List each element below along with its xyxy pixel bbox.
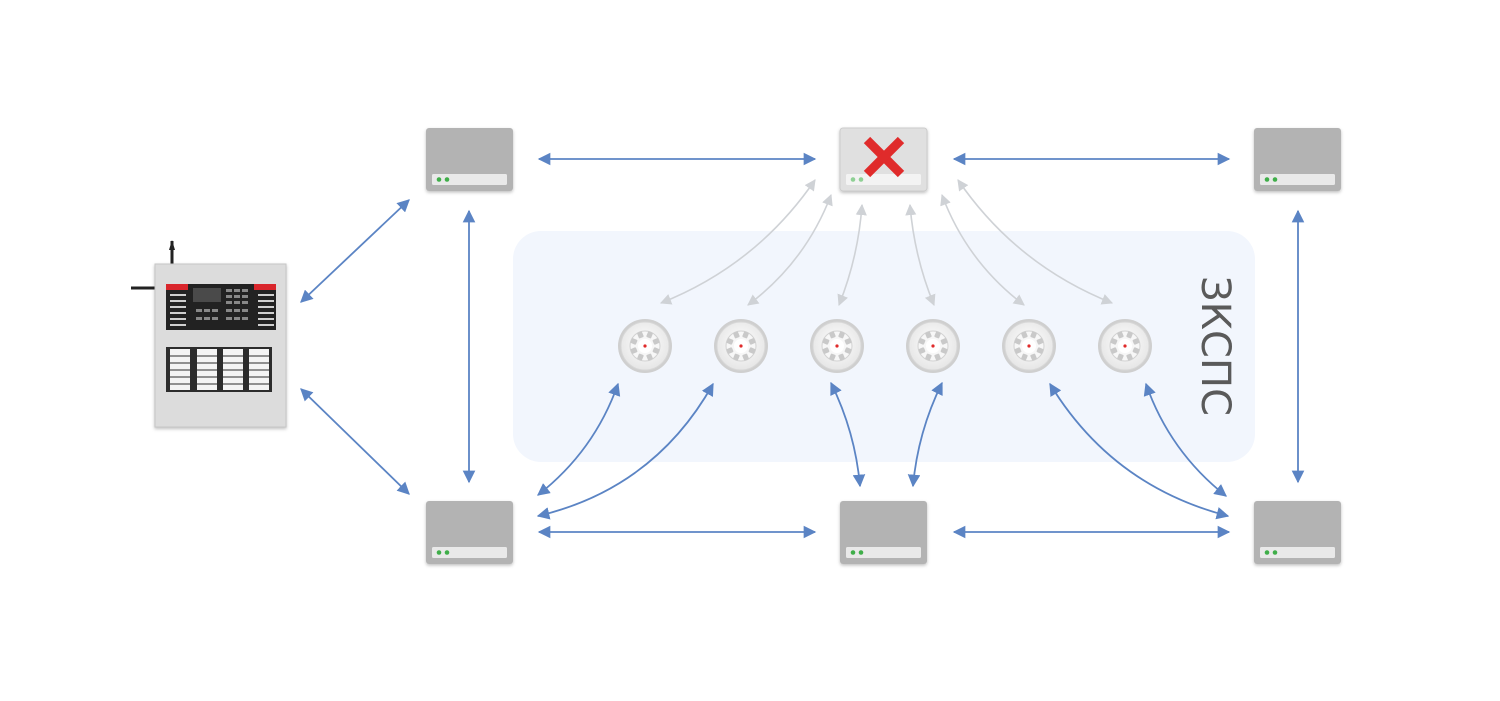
control-panel[interactable] — [131, 240, 287, 428]
link-module-bottom-left-to-detector-2 — [536, 382, 714, 520]
link-module-top-center-to-detector-3 — [837, 203, 867, 307]
smoke-detector-6[interactable] — [1098, 319, 1152, 373]
detectors-layer — [618, 319, 1152, 373]
link-module-top-center-to-detector-4 — [905, 203, 936, 307]
status-led — [850, 550, 856, 555]
status-led — [436, 177, 442, 182]
link-module-bottom-right-to-detector-6 — [1143, 382, 1227, 497]
link-module-bottom-center-to-detector-4 — [907, 381, 943, 488]
smoke-detector-3[interactable] — [810, 319, 864, 373]
status-led — [850, 177, 856, 182]
smoke-detector-2[interactable] — [714, 319, 768, 373]
link-control-panel-to-module-top-left — [300, 199, 410, 303]
status-led — [436, 550, 442, 555]
link-control-panel-to-module-bottom-left — [300, 388, 410, 495]
smoke-detector-5[interactable] — [1002, 319, 1056, 373]
module-bottom-right[interactable] — [1254, 501, 1341, 564]
status-led — [858, 550, 864, 555]
fire-alarm-control-panel-icon — [131, 240, 287, 428]
status-led — [858, 177, 864, 182]
links-layer — [300, 152, 1305, 539]
module-top-left[interactable] — [426, 128, 513, 191]
link-module-bottom-center-to-detector-3 — [830, 381, 866, 488]
smoke-detector-4[interactable] — [906, 319, 960, 373]
status-led — [1272, 550, 1278, 555]
module-top-center-fault[interactable] — [839, 127, 928, 192]
status-led — [444, 177, 450, 182]
zone-label: ЗКСПС — [1192, 276, 1238, 416]
status-led — [1264, 550, 1270, 555]
link-module-top-center-to-detector-6 — [957, 179, 1114, 305]
link-module-top-center-to-detector-2 — [747, 193, 833, 306]
module-bottom-left[interactable] — [426, 501, 513, 564]
status-led — [444, 550, 450, 555]
status-led — [1264, 177, 1270, 182]
module-top-right[interactable] — [1254, 128, 1341, 191]
link-module-bottom-right-to-detector-5 — [1049, 382, 1230, 520]
module-bottom-center[interactable] — [840, 501, 927, 564]
smoke-detector-1[interactable] — [618, 319, 672, 373]
status-led — [1272, 177, 1278, 182]
red-cross-icon — [863, 136, 905, 178]
